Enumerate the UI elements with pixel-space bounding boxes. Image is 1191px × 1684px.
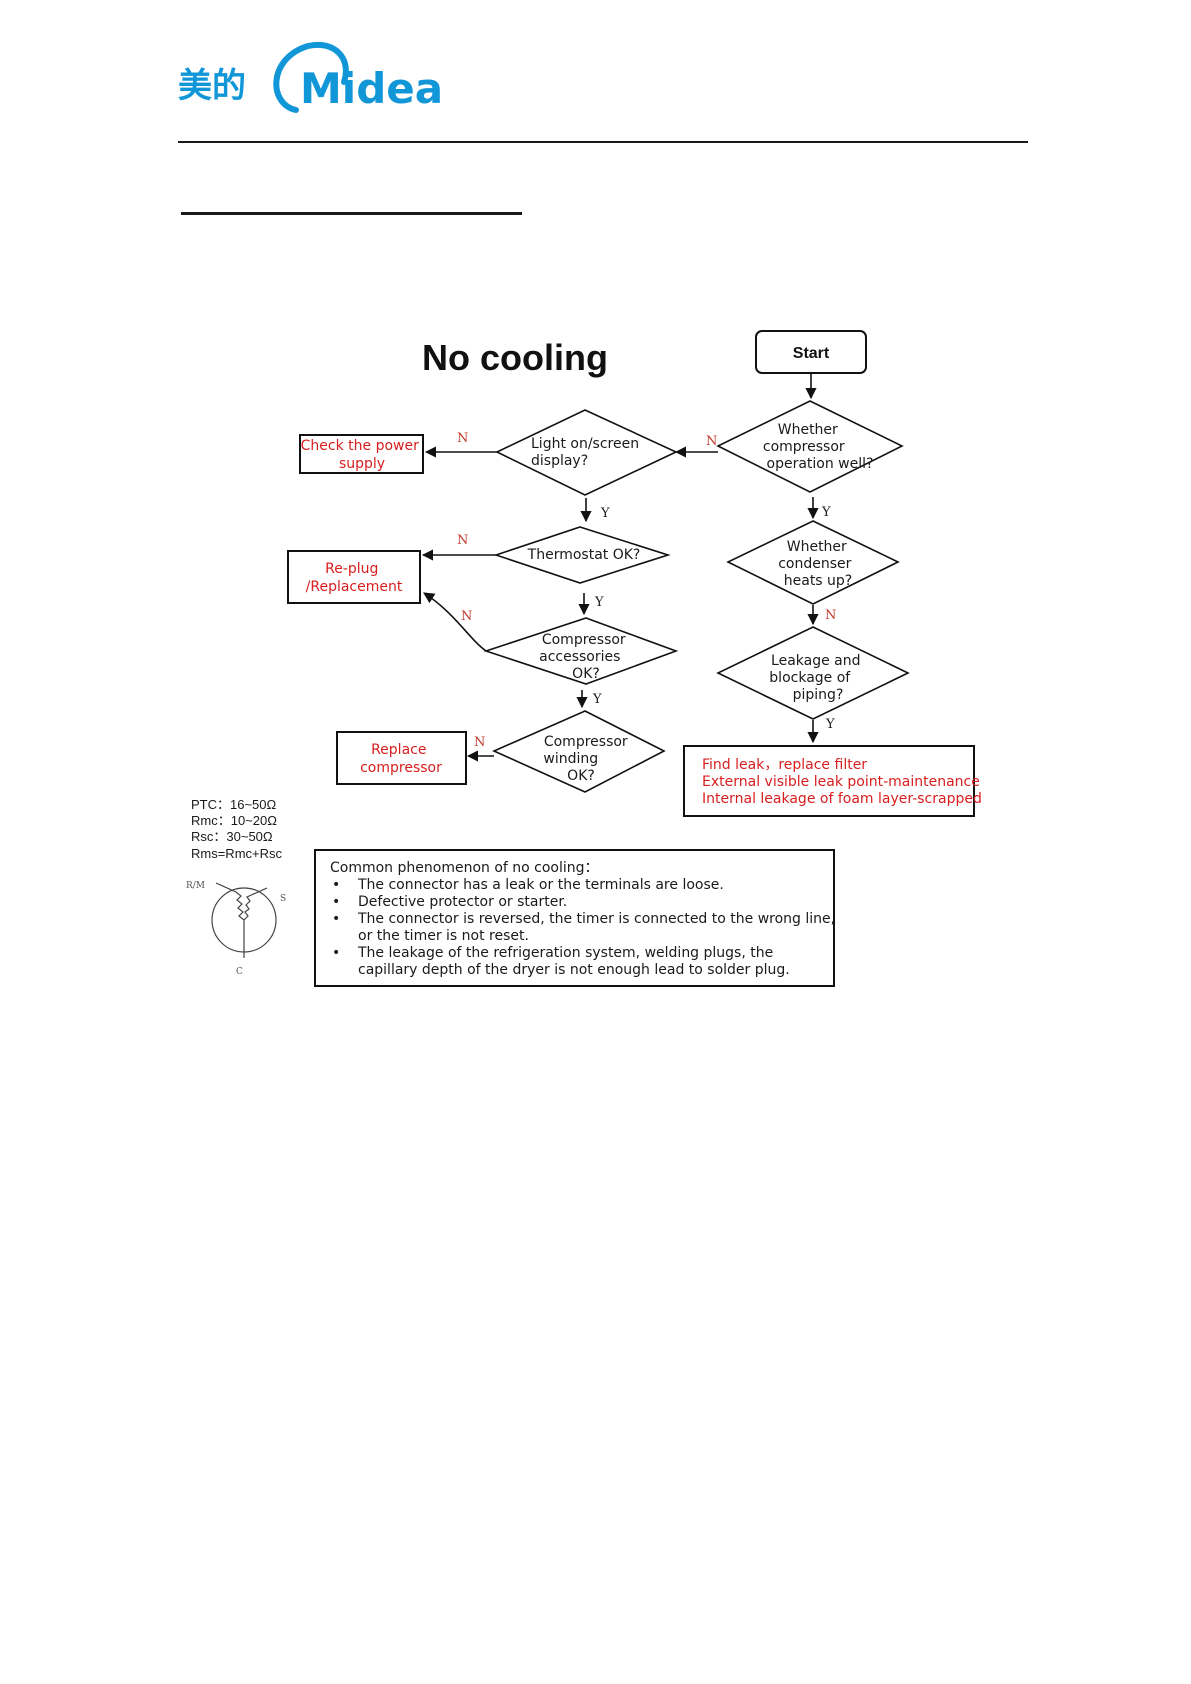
action-replug-label: Re-plug /Replacement bbox=[306, 561, 403, 595]
decision-compressor-operation-label: Whether compressor operation well? bbox=[763, 422, 874, 472]
common-phenomenon-title: Common phenomenon of no cooling： bbox=[330, 860, 599, 876]
branch-labels: N N Y N Y N Y N Y N Y bbox=[457, 431, 836, 750]
decision-compressor-winding-label: Compressor winding OK? bbox=[543, 734, 632, 784]
winding-diagram-icon bbox=[211, 882, 277, 958]
label-no-winding: N bbox=[474, 735, 485, 750]
logo-chinese: 美的 bbox=[178, 66, 246, 106]
bullet-marker: • bbox=[332, 894, 340, 910]
bullet-marker: • bbox=[332, 877, 340, 893]
label-no-compressor: N bbox=[706, 434, 717, 449]
action-check-power-label: Check the power supply bbox=[301, 438, 424, 472]
bullet-marker: • bbox=[332, 945, 340, 961]
decision-compressor-accessories-label: Compressor accessories OK? bbox=[539, 632, 630, 682]
action-find-leak-label: Find leak，replace filter External visibl… bbox=[702, 757, 984, 807]
bullet-marker: • bbox=[332, 911, 340, 927]
common-phenomenon-box bbox=[314, 849, 835, 987]
decision-thermostat bbox=[493, 526, 671, 584]
arrow-accessories-no bbox=[423, 592, 487, 652]
chart-title: No cooling bbox=[422, 337, 608, 378]
action-replace-compressor bbox=[336, 731, 467, 785]
label-yes-leakage: Y bbox=[825, 717, 835, 732]
action-replace-compressor-label: Replace compressor bbox=[360, 742, 442, 776]
decision-condenser bbox=[726, 520, 900, 605]
decision-compressor-winding bbox=[492, 710, 666, 793]
label-yes-accessories: Y bbox=[592, 692, 602, 707]
winding-label-c: C bbox=[236, 967, 243, 977]
action-replug bbox=[287, 550, 421, 604]
decision-thermostat-label: Thermostat OK? bbox=[527, 547, 641, 563]
logo-wordmark: Midea bbox=[300, 64, 443, 113]
bullet-4: The leakage of the refrigeration system,… bbox=[357, 945, 790, 978]
label-no-accessories: N bbox=[461, 609, 472, 624]
bullet-3: The connector is reversed, the timer is … bbox=[357, 911, 840, 944]
winding-label-s: S bbox=[280, 894, 286, 904]
decision-compressor-accessories bbox=[483, 617, 679, 685]
bullet-1: The connector has a leak or the terminal… bbox=[357, 877, 724, 893]
label-yes-thermostat: Y bbox=[594, 595, 604, 610]
connectors bbox=[421, 373, 819, 762]
resistance-values: PTC：16~50Ω Rmc：10~20Ω Rsc：30~50Ω Rms=Rmc… bbox=[191, 797, 283, 861]
section-rule bbox=[181, 212, 522, 215]
action-find-leak bbox=[683, 745, 975, 817]
decision-light-on bbox=[495, 409, 678, 496]
bullet-2: Defective protector or starter. bbox=[358, 894, 567, 910]
decision-leakage bbox=[716, 626, 910, 720]
label-no-condenser: N bbox=[825, 608, 836, 623]
midea-logo: 美的 Midea bbox=[178, 41, 443, 113]
decision-condenser-label: Whether condenser heats up? bbox=[778, 539, 856, 589]
decision-light-on-label: Light on/screen display? bbox=[531, 436, 644, 469]
winding-label-rm: R/M bbox=[186, 881, 205, 891]
label-yes-light: Y bbox=[600, 506, 610, 521]
decision-leakage-label: Leakage and blockage of piping? bbox=[769, 653, 865, 703]
label-no-light: N bbox=[457, 431, 468, 446]
label-no-thermostat: N bbox=[457, 533, 468, 548]
start-label: Start bbox=[793, 345, 830, 362]
action-check-power bbox=[299, 434, 424, 474]
decision-compressor-operation bbox=[716, 400, 904, 493]
logo-swoosh-icon bbox=[273, 41, 349, 113]
header-rule bbox=[178, 141, 1028, 143]
label-yes-compressor: Y bbox=[821, 505, 831, 520]
common-phenomenon-list: • The connector has a leak or the termin… bbox=[332, 877, 840, 978]
